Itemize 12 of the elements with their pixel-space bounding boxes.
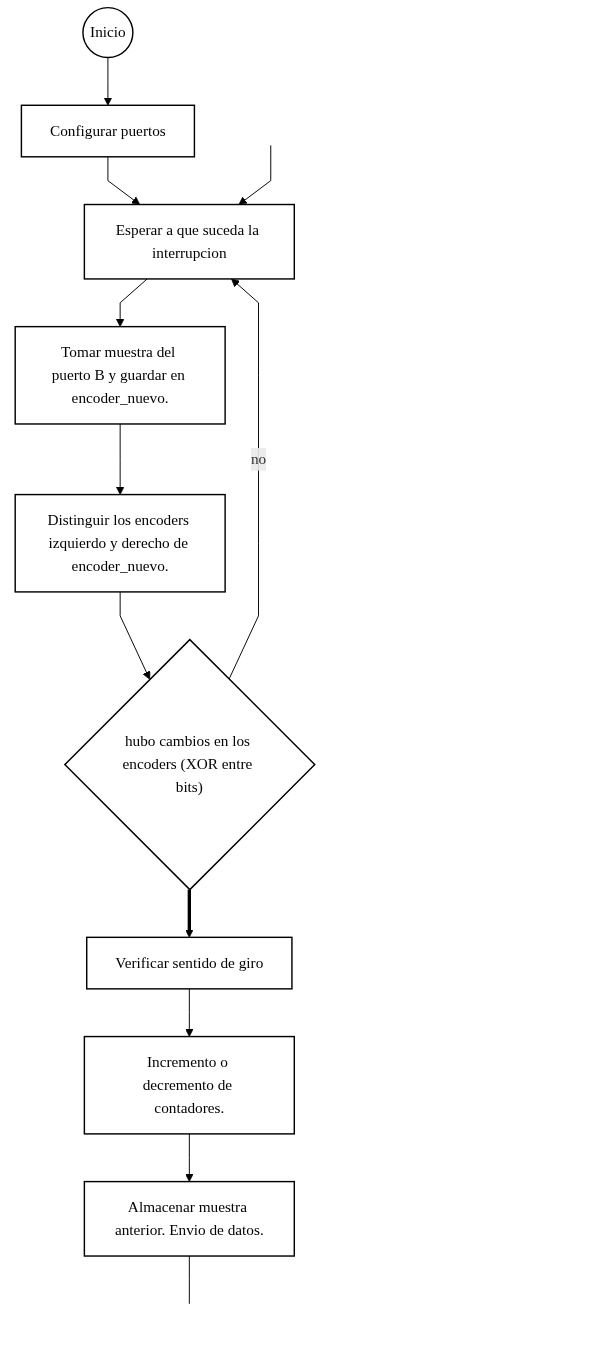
node-box: Tomar muestra del puerto B y guardar en encoder_nuevo. — [14, 325, 226, 425]
node-box: Verificar sentido de giro — [86, 936, 293, 990]
node-circle: Inicio — [82, 6, 134, 59]
node-diamond: hubo cambios en los encoders (XOR entre bits) — [63, 638, 316, 891]
node-box: Configurar puertos — [20, 104, 196, 158]
node-box: Esperar a que suceda la interrupcion — [83, 203, 295, 280]
node-box: Incremento o decremento de contadores. — [83, 1035, 295, 1135]
connector — [188, 1255, 190, 1305]
edge-label: no — [250, 450, 267, 467]
node-box: Distinguir los encoders izquierdo y derecho de encoder_nuevo. — [14, 493, 226, 593]
arrow — [185, 889, 194, 938]
node-box: Almacenar muestra anterior. Envio de datos. — [83, 1180, 295, 1257]
